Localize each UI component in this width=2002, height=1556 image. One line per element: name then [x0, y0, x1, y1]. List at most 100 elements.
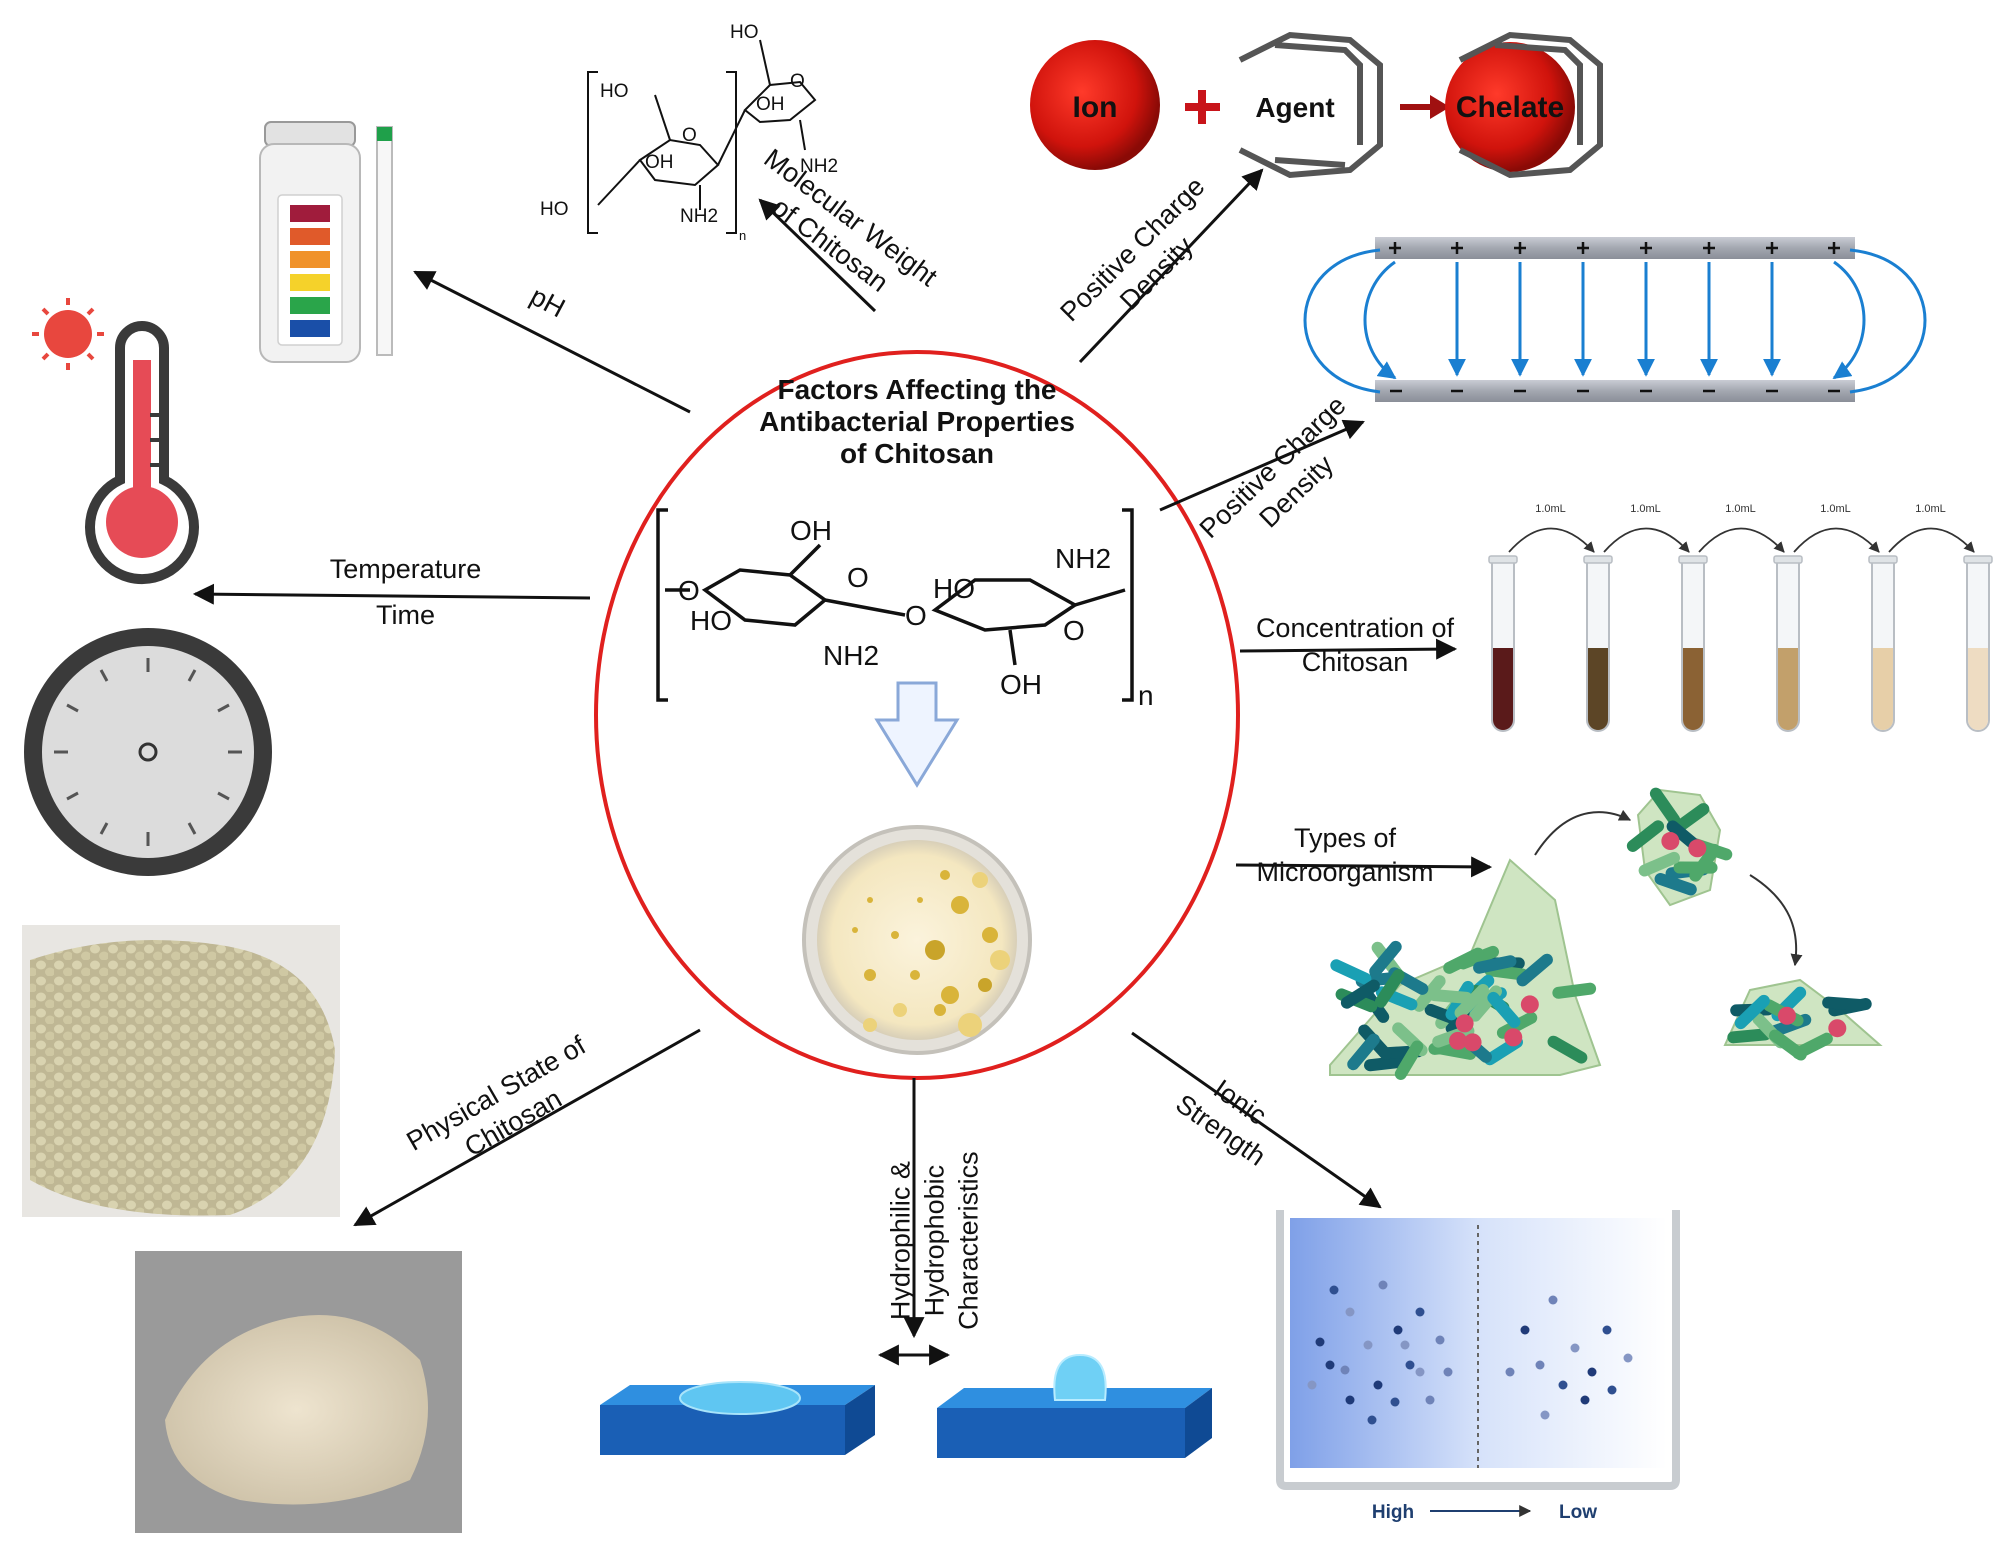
chitosan-structure-center [656, 508, 1134, 702]
svg-text:HO: HO [600, 81, 629, 102]
bacterium-rod [1394, 1040, 1424, 1080]
ion-sphere [1030, 40, 1160, 170]
svg-text:n: n [739, 228, 746, 243]
chelate-cage [1458, 31, 1603, 179]
label-hydrophilic: Hydrophilic & Hydrophobic Characteristic… [885, 1151, 983, 1330]
bacterium-rod [1822, 996, 1867, 1012]
ion-dot [1415, 1367, 1425, 1377]
volume-label: 1.0mL [1535, 503, 1566, 515]
label-time: Time [376, 600, 435, 630]
ion-dot [1415, 1307, 1425, 1317]
ion-dot [1425, 1395, 1435, 1405]
ion-dot [1390, 1397, 1400, 1407]
ion-dot [1373, 1380, 1383, 1390]
ion-label: Ion [1073, 91, 1118, 124]
bacterial-colonies [852, 870, 1010, 1037]
svg-text:NH2: NH2 [1055, 543, 1111, 574]
svg-text:HO: HO [540, 199, 569, 220]
bacterium-rod [1516, 953, 1553, 987]
chem-labels-center: OH O HO NH2 O HO NH2 O OH O n [678, 515, 1154, 711]
bacterium-rod [1340, 979, 1380, 1009]
chelation-diagram [1030, 31, 1603, 179]
svg-text:OH: OH [790, 515, 832, 546]
bacterium-coccus [1463, 1033, 1482, 1052]
test-tube [1963, 555, 1993, 732]
ion-dot [1345, 1395, 1355, 1405]
ion-dot [1340, 1365, 1350, 1375]
bacterium-rod [1487, 991, 1521, 1028]
transfer-arrow [1603, 527, 1690, 553]
ion-dot [1435, 1335, 1445, 1345]
plus-signs [1389, 242, 1840, 254]
transfer-arrow [1698, 527, 1785, 553]
ion-dot [1587, 1367, 1597, 1377]
arrow-to-chelate [1400, 95, 1450, 119]
ion-dot [1443, 1367, 1453, 1377]
volume-label: 1.0mL [1725, 503, 1756, 515]
bacterium-rod [1734, 994, 1770, 1030]
bacterium-rod [1454, 983, 1489, 1019]
negative-plate [1375, 380, 1855, 402]
svg-text:O: O [678, 575, 700, 606]
bacterium-rod [1552, 982, 1597, 999]
bacterium-rod [1689, 843, 1721, 882]
svg-text:O: O [905, 600, 927, 631]
svg-text:O: O [682, 125, 697, 146]
ion-dot [1558, 1380, 1568, 1390]
ion-dot [1535, 1360, 1545, 1370]
bacterium-rod [1626, 820, 1665, 852]
ion-dot [1329, 1285, 1339, 1295]
positive-plate [1375, 237, 1855, 259]
test-tube [1773, 555, 1803, 732]
bacterium-rod [1654, 873, 1697, 896]
high-label: High [1372, 1502, 1414, 1523]
test-tube [1583, 555, 1613, 732]
svg-text:HO: HO [690, 605, 732, 636]
ion-dot [1400, 1340, 1410, 1350]
ionic-strength-beaker: High Low [1276, 1210, 1680, 1523]
label-temperature: Temperature [329, 554, 482, 584]
transfer-arrow [1888, 527, 1975, 553]
ion-dot [1367, 1415, 1377, 1425]
bacterium-coccus [1520, 995, 1539, 1014]
chelate-label: Chelate [1456, 91, 1564, 124]
volume-label: 1.0mL [1630, 503, 1661, 515]
diagram-title: Factors Affecting the Antibacterial Prop… [759, 374, 1075, 470]
chitosan-granules-photo [22, 925, 340, 1217]
petri-dish [802, 825, 1032, 1055]
bacterium-rod [1443, 947, 1484, 974]
volume-label: 1.0mL [1820, 503, 1851, 515]
svg-text:OH: OH [756, 94, 785, 115]
ion-dot [1393, 1325, 1403, 1335]
bacterium-rod [1649, 787, 1681, 826]
bacterium-rod [1347, 1033, 1380, 1071]
bacterium-coccus [1455, 1014, 1474, 1033]
bacterium-rod [1374, 969, 1405, 1008]
central-ellipse [594, 350, 1240, 1080]
bacterium-rod [1369, 940, 1402, 978]
svg-text:NH2: NH2 [800, 156, 838, 177]
agent-label: Agent [1255, 92, 1334, 123]
label-concentration: Concentration of Chitosan [1255, 613, 1455, 677]
plus-icon [1185, 90, 1220, 124]
thermometer-icon [85, 321, 199, 585]
ion-dot [1520, 1325, 1530, 1335]
ion-dot [1580, 1395, 1590, 1405]
test-tube [1488, 555, 1518, 732]
factor-arrows [192, 168, 1493, 1366]
chitosan-dimer-structure [587, 39, 817, 234]
chitosan-powder-photo [135, 1251, 462, 1533]
ion-dot [1405, 1360, 1415, 1370]
bacterium-rod [1428, 989, 1473, 1004]
bacterium-coccus [1504, 1028, 1523, 1047]
hydrophilic-surface [600, 1381, 875, 1455]
ion-dot [1378, 1280, 1388, 1290]
bacterium-rod [1330, 959, 1372, 985]
svg-text:n: n [1138, 680, 1154, 711]
svg-text:OH: OH [1000, 669, 1042, 700]
low-label: Low [1559, 1502, 1597, 1523]
ion-dot [1505, 1367, 1515, 1377]
test-tube [1868, 555, 1898, 732]
